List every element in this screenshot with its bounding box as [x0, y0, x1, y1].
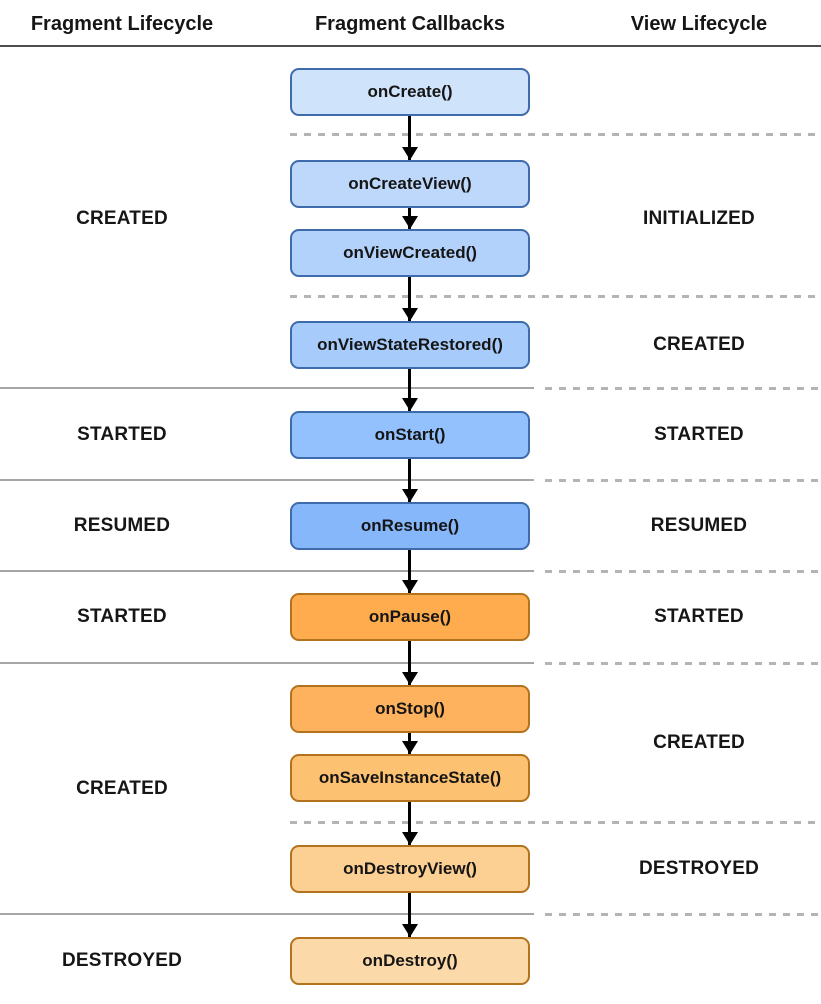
divider-dashed-onviewcreated-onviewstaterestored [290, 295, 821, 298]
divider-dashed-oncreate-oncreateview [290, 133, 821, 136]
callback-box-onviewcreated: onViewCreated() [290, 229, 530, 277]
header-divider [0, 45, 821, 47]
callback-box-ondestroy: onDestroy() [290, 937, 530, 985]
callback-box-onstop: onStop() [290, 685, 530, 733]
divider-dashed-created-destroyed [545, 913, 821, 916]
view-state-started-1: STARTED [654, 424, 744, 445]
arrow-onstart-to-onresume [408, 459, 411, 502]
divider-solid-resumed-started [0, 570, 534, 572]
arrow-oncreateview-to-onviewcreated [408, 208, 411, 229]
callback-box-onresume: onResume() [290, 502, 530, 550]
callback-box-onpause: onPause() [290, 593, 530, 641]
fragment-state-destroyed: DESTROYED [61, 950, 183, 971]
fragment-state-created-2: CREATED [76, 778, 168, 799]
view-state-resumed: RESUMED [650, 515, 748, 536]
callback-box-oncreateview: onCreateView() [290, 160, 530, 208]
divider-solid-created-destroyed [0, 913, 534, 915]
callback-box-ondestroyview: onDestroyView() [290, 845, 530, 893]
view-state-destroyed: DESTROYED [638, 858, 760, 879]
fragment-state-resumed: RESUMED [73, 515, 171, 536]
arrow-onsaveinstancestate-to-ondestroyview [408, 802, 411, 845]
divider-solid-started-created [0, 662, 534, 664]
arrow-onpause-to-onstop [408, 641, 411, 685]
column-header-fragment-callbacks: Fragment Callbacks [314, 13, 506, 35]
column-header-view-lifecycle: View Lifecycle [630, 13, 768, 35]
divider-solid-started-resumed [0, 479, 534, 481]
fragment-state-created-1: CREATED [76, 208, 168, 229]
view-state-created-1: CREATED [653, 334, 745, 355]
arrow-ondestroyview-to-ondestroy [408, 893, 411, 937]
divider-dashed-started-created [545, 662, 821, 665]
fragment-state-started-1: STARTED [77, 424, 167, 445]
callback-box-oncreate: onCreate() [290, 68, 530, 116]
divider-dashed-started-resumed [545, 479, 821, 482]
callback-box-onviewstaterestored: onViewStateRestored() [290, 321, 530, 369]
arrow-onviewstaterestored-to-onstart [408, 369, 411, 411]
view-state-created-2: CREATED [653, 732, 745, 753]
view-state-initialized: INITIALIZED [643, 208, 755, 229]
fragment-state-started-2: STARTED [77, 606, 167, 627]
arrow-onviewcreated-to-onviewstaterestored [408, 277, 411, 321]
divider-dashed-created-started [545, 387, 821, 390]
arrow-onresume-to-onpause [408, 550, 411, 593]
divider-dashed-resumed-started [545, 570, 821, 573]
column-header-fragment-lifecycle: Fragment Lifecycle [30, 13, 214, 35]
callback-box-onsaveinstancestate: onSaveInstanceState() [290, 754, 530, 802]
divider-solid-created-started [0, 387, 534, 389]
divider-dashed-onsaveinstancestate-ondestroyview [290, 821, 821, 824]
view-state-started-2: STARTED [654, 606, 744, 627]
callback-box-onstart: onStart() [290, 411, 530, 459]
arrow-onstop-to-onsaveinstancestate [408, 733, 411, 754]
arrow-oncreate-to-oncreateview [408, 116, 411, 160]
